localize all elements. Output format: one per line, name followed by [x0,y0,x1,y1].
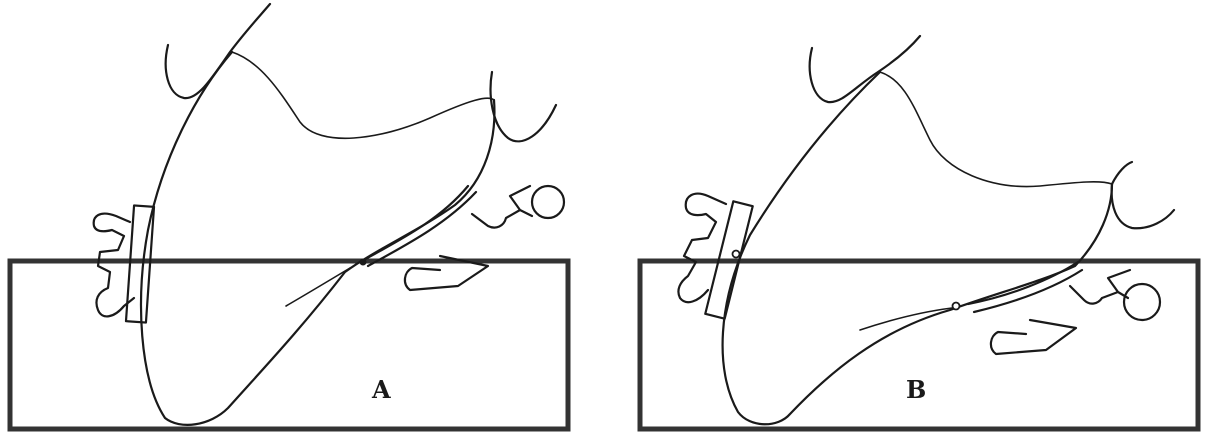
panel-b: B [637,34,1201,432]
panel-b-right-hook [1068,268,1132,305]
panel-a-contact-dot [359,258,367,266]
panel-b-left-hook [677,192,728,304]
panel-a-body-outline [139,50,496,426]
panel-b-left-plate [704,200,754,320]
panel-a-inner-ridge [231,51,495,140]
panel-a: A [7,2,571,432]
panel-b-lower-arm [989,318,1078,356]
panel-a-right-plate-outer [366,190,478,268]
panel-a-upper-strand-left [164,2,272,100]
panel-b-crossing-line [859,307,953,331]
panel-b-inner-ridge [879,71,1113,188]
panel-a-ball [530,184,566,220]
panel-b-pivot [731,249,741,259]
panel-b-upper-strand-right [1110,182,1176,230]
panel-a-left-hook [92,212,136,318]
panel-a-label: A [371,375,391,404]
panel-a-right-plate [358,184,470,264]
panel-a-left-plate [124,204,156,324]
panel-b-right-plate-outer [972,268,1084,314]
panel-b-label: B [906,375,926,404]
panel-b-ball [1122,282,1162,322]
panel-a-upper-strand-right [489,70,558,143]
panel-b-strand-tip [1110,160,1134,186]
panel-b-body-outline [721,70,1114,426]
panel-b-contact-dot [951,301,961,311]
panel-b-right-plate [966,260,1080,306]
panel-a-right-hook [470,184,534,229]
panel-a-box [7,258,571,432]
panel-a-lower-arm [403,254,490,292]
panel-b-upper-strand-left [808,34,922,104]
panel-b-box [637,258,1201,432]
panel-a-crossing-line [285,267,351,307]
